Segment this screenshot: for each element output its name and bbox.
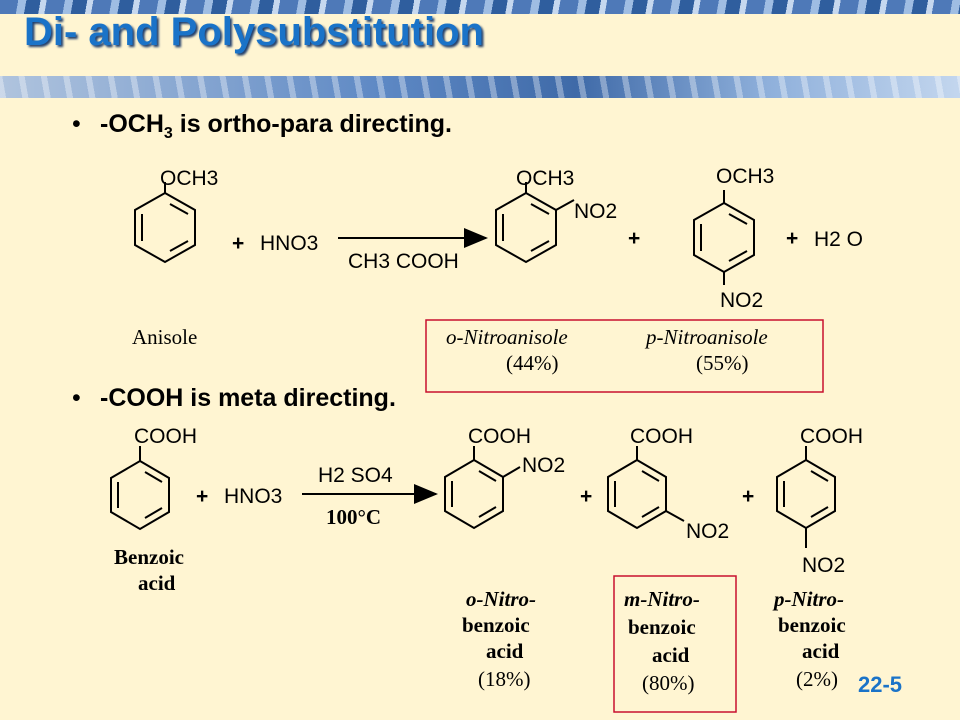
- plus-sign: +: [232, 232, 244, 255]
- plus-sign: +: [580, 485, 592, 508]
- anisole-ring: [134, 182, 196, 264]
- bullet-meta: • -COOH is meta directing.: [72, 384, 396, 413]
- anisole-substituent: OCH3: [160, 167, 218, 190]
- meta-nitrobenzoic-substituent: COOH: [630, 425, 693, 448]
- ortho-nitroanisole-yield: (44%): [506, 351, 558, 375]
- meta-nitrobenzoic-nitro-group: NO2: [686, 520, 729, 543]
- title-underline-band: [0, 76, 960, 98]
- reaction2-condition-temperature: 100°C: [326, 505, 381, 529]
- bullet-dot: •: [72, 384, 81, 412]
- para-nitrobenzoic-name-line3: acid: [802, 639, 840, 663]
- water-byproduct: H2 O: [814, 228, 863, 251]
- ortho-nitroanisole-name: o-Nitroanisole: [446, 325, 568, 349]
- meta-nitrobenzoic-yield: (80%): [642, 671, 694, 695]
- plus-sign: +: [196, 485, 208, 508]
- para-nitroanisole-name: p-Nitroanisole: [644, 325, 768, 349]
- bullet-text-prefix: -OCH: [100, 110, 164, 138]
- benzoic-acid-ring: [110, 446, 170, 531]
- para-nitrobenzoic-name-line1: p-Nitro-: [772, 587, 844, 611]
- slide-number: 22-5: [858, 672, 903, 697]
- ortho-nitroanisole-ring: [495, 182, 575, 264]
- bullet-dot: •: [72, 110, 81, 138]
- reaction2-condition-acid: H2 SO4: [318, 464, 393, 487]
- meta-nitrobenzoic-name-line1: m-Nitro-: [624, 587, 700, 611]
- ortho-nitrobenzoic-yield: (18%): [478, 667, 530, 691]
- ortho-nitrobenzoic-name-line1: o-Nitro-: [466, 587, 536, 611]
- nitric-acid-reagent: HNO3: [260, 232, 318, 255]
- ortho-nitroanisole-substituent: OCH3: [516, 167, 574, 190]
- ortho-nitrobenzoic-substituent: COOH: [468, 425, 531, 448]
- bullet-text-rest: is ortho-para directing.: [172, 110, 452, 138]
- plus-sign: +: [786, 227, 798, 250]
- bullet-text: -COOH is meta directing.: [100, 384, 396, 412]
- bullet-ortho-para: • -OCH3 is ortho-para directing.: [72, 110, 452, 143]
- plus-sign: +: [628, 227, 640, 250]
- meta-nitrobenzoic-ring: [607, 446, 685, 530]
- para-nitro-group: NO2: [720, 289, 763, 312]
- benzoic-acid-name-line2: acid: [138, 571, 176, 595]
- ortho-nitrobenzoic-nitro-group: NO2: [522, 454, 565, 477]
- benzoic-acid-name-line1: Benzoic: [114, 545, 184, 569]
- meta-nitrobenzoic-name-line2: benzoic: [628, 615, 696, 639]
- highlight-box-op-products: [425, 319, 824, 393]
- para-nitroanisole-yield: (55%): [696, 351, 748, 375]
- plus-sign: +: [742, 485, 754, 508]
- top-decorative-band: [0, 0, 960, 14]
- highlight-box-meta-product: [613, 575, 737, 713]
- para-nitrobenzoic-yield: (2%): [796, 667, 838, 691]
- meta-nitrobenzoic-name-line3: acid: [652, 643, 690, 667]
- para-nitroanisole-ring: [693, 190, 755, 285]
- para-nitrobenzoic-substituent: COOH: [800, 425, 863, 448]
- bullet-subscript: 3: [163, 125, 173, 142]
- reaction1-condition: CH3 COOH: [348, 250, 459, 273]
- para-nitrobenzoic-ring: [776, 446, 836, 548]
- slide-title: Di- and Polysubstitution: [24, 10, 484, 54]
- ortho-nitrobenzoic-name-line3: acid: [486, 639, 524, 663]
- ortho-nitro-group: NO2: [574, 200, 617, 223]
- para-nitroanisole-substituent: OCH3: [716, 165, 774, 188]
- ortho-nitrobenzoic-name-line2: benzoic: [462, 613, 530, 637]
- ortho-nitrobenzoic-ring: [444, 446, 521, 530]
- nitric-acid-reagent: HNO3: [224, 485, 282, 508]
- para-nitrobenzoic-name-line2: benzoic: [778, 613, 846, 637]
- para-nitrobenzoic-nitro-group: NO2: [802, 554, 845, 577]
- benzoic-acid-substituent: COOH: [134, 425, 197, 448]
- anisole-name: Anisole: [132, 325, 197, 349]
